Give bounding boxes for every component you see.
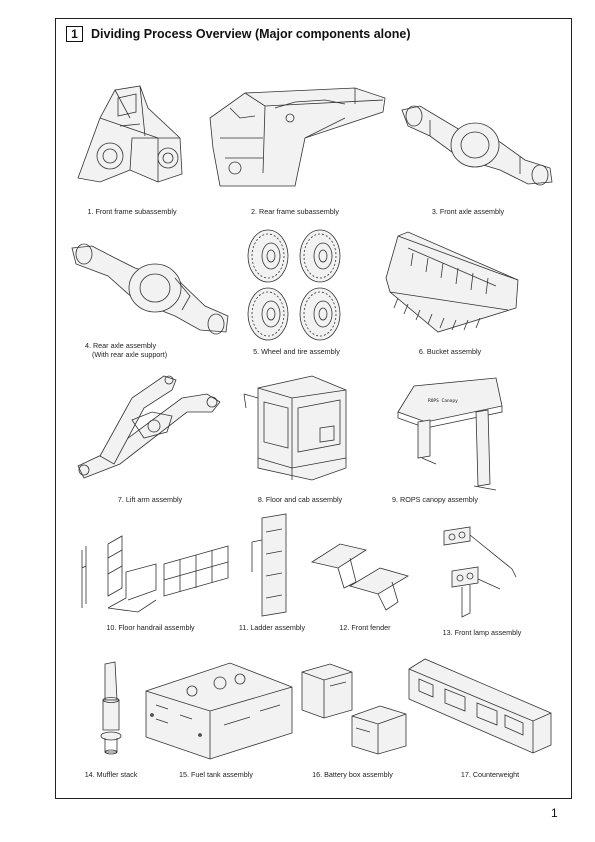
caption-3: 3. Front axle assembly: [431, 207, 505, 216]
rops-canopy-illustration: ROPS Canopy: [396, 372, 504, 492]
floor-and-cab-illustration: [242, 368, 354, 482]
caption-8: 8. Floor and cab assembly: [257, 495, 343, 504]
fuel-tank-illustration: [140, 655, 295, 760]
caption-5: 5. Wheel and tire assembly: [253, 347, 340, 356]
bucket-illustration: [378, 228, 523, 338]
rear-frame-illustration: [205, 78, 390, 190]
ladder-illustration: [250, 512, 298, 620]
muffler-stack-illustration: [95, 660, 127, 760]
caption-15: 15. Fuel tank assembly: [179, 770, 253, 779]
caption-11: 11. Ladder assembly: [238, 623, 306, 632]
caption-7: 7. Lift arm assembly: [117, 495, 183, 504]
battery-box-illustration: [300, 660, 410, 755]
front-fender-illustration: [310, 538, 410, 613]
caption-6: 6. Bucket assembly: [418, 347, 482, 356]
page-frame: [55, 18, 572, 799]
caption-1: 1. Front frame subassembly: [87, 207, 177, 216]
caption-12: 12. Front fender: [339, 623, 391, 632]
rops-sign-text: ROPS Canopy: [428, 399, 458, 404]
rear-axle-illustration: [70, 236, 230, 336]
caption-14: 14. Muffler stack: [84, 770, 138, 779]
section-number: 1: [66, 26, 83, 42]
caption-9: 9. ROPS canopy assembly: [392, 495, 478, 504]
section-header: 1 Dividing Process Overview (Major compo…: [66, 26, 411, 42]
caption-17: 17. Counterweight: [460, 770, 520, 779]
caption-4-sub: (With rear axle support): [92, 350, 168, 359]
front-lamp-illustration: [440, 525, 522, 625]
caption-2: 2. Rear frame subassembly: [251, 207, 339, 216]
caption-16: 16. Battery box assembly: [312, 770, 393, 779]
section-title: Dividing Process Overview (Major compone…: [91, 27, 411, 41]
caption-10: 10. Floor handrail assembly: [106, 623, 195, 632]
front-frame-illustration: [70, 78, 190, 188]
caption-13: 13. Front lamp assembly: [442, 628, 522, 637]
caption-4: 4. Rear axle assembly: [85, 341, 157, 350]
lift-arm-illustration: [72, 368, 224, 480]
floor-handrail-illustration: [78, 528, 233, 620]
counterweight-illustration: [405, 655, 553, 755]
page-number: 1: [551, 806, 558, 820]
front-axle-illustration: [400, 90, 555, 190]
wheel-and-tire-illustration: [244, 228, 349, 343]
